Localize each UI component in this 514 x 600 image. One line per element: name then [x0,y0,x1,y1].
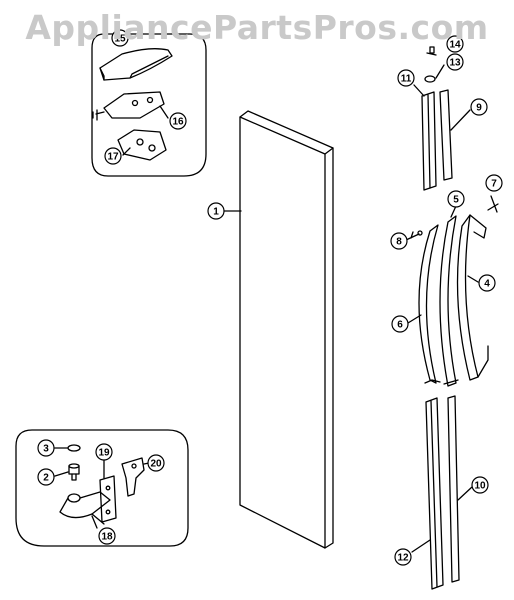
callout-19 [95,443,113,461]
callout-4 [478,274,496,292]
callout-20 [147,454,165,472]
callout-label-11: 11 [401,74,412,85]
callout-6 [391,315,409,333]
callout-2 [37,468,55,486]
callout-5 [447,190,465,208]
part-4-handle-cover [456,214,489,381]
callout-7 [485,174,503,192]
callout-label-13: 13 [449,58,461,69]
part-10-trim-strip [447,395,460,583]
callout-label-6: 6 [397,320,403,331]
callout-label-14: 14 [449,40,461,51]
part-12-gasket-strip [425,397,444,590]
callout-16 [169,112,187,130]
callout-label-15: 15 [114,34,126,45]
callout-9 [470,98,488,116]
callout-label-12: 12 [397,553,409,564]
callout-17 [104,147,122,165]
callout-3 [37,439,55,457]
callout-label-10: 10 [474,481,486,492]
part-14-screw [426,46,437,56]
part-7-screw [487,195,499,213]
callout-label-17: 17 [107,152,119,163]
part-13-washer [424,75,436,83]
inset-bottom-hinge [15,429,189,547]
callout-13 [446,53,464,71]
part-6-handle [418,224,441,384]
callout-label-19: 19 [98,448,110,459]
part-9-trim-strip [439,89,453,181]
callout-label-18: 18 [101,532,113,543]
part-15-hinge-cover [99,48,173,81]
part-11-gasket-strip [421,91,437,191]
callout-12 [394,548,412,566]
callout-label-20: 20 [150,459,162,470]
callout-15 [111,29,129,47]
part-1-door-panel [239,110,334,549]
callout-8 [390,232,408,250]
callout-label-5: 5 [453,195,459,206]
part-20-bracket [121,457,145,497]
callout-label-2: 2 [43,473,49,484]
inset-top-hinge [91,33,207,177]
part-2-hinge-pin [68,463,80,481]
callout-1 [207,202,225,220]
callout-11 [397,69,415,87]
part-5-handle [439,215,459,387]
callout-label-8: 8 [396,237,402,248]
part-19-bracket-plate [99,475,117,523]
part-3-washer [67,444,81,452]
callout-label-16: 16 [172,117,184,128]
callout-18 [98,527,116,545]
callout-label-1: 1 [213,207,219,218]
callout-label-7: 7 [491,179,497,190]
part-16-hinge-bracket [103,91,165,119]
callout-14 [446,35,464,53]
callout-label-3: 3 [43,444,49,455]
callout-label-9: 9 [476,103,482,114]
callout-10 [471,476,489,494]
callout-label-4: 4 [484,279,490,290]
part-8-screw [405,230,423,241]
